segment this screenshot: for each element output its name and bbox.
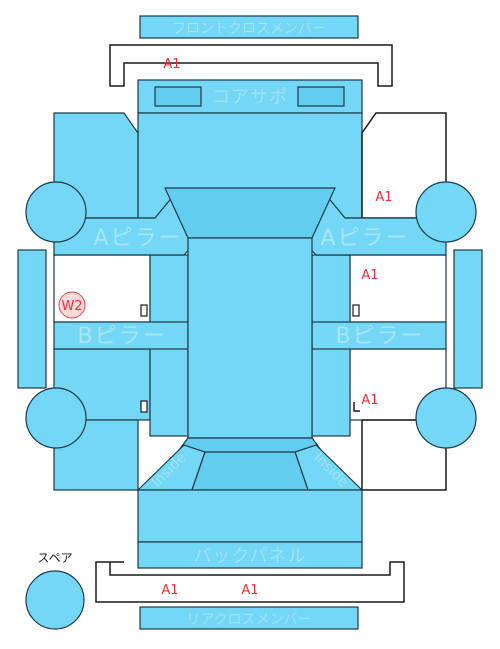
right-lower-mark-bracket [353, 402, 360, 412]
left-front-door-handle [140, 304, 148, 317]
rear-bracket [95, 561, 405, 603]
tire-rear-left[interactable] [25, 387, 87, 449]
b-pillar-left[interactable] [53, 321, 189, 350]
rear-cross-member-label: リアクロスメンバー [186, 612, 311, 628]
spare-label: スペア [37, 551, 72, 565]
core-support-headlight-right [297, 86, 345, 107]
right-upper-a1-mark: A1 [375, 190, 392, 205]
front-cross-member-label: フロントクロスメンバー [172, 21, 326, 37]
right-front-door-handle [352, 304, 360, 317]
left-rear-door-handle [140, 400, 148, 413]
spare-tire[interactable] [25, 570, 85, 630]
back-panel[interactable] [137, 541, 363, 569]
right-side-step[interactable] [453, 249, 483, 389]
tire-front-right[interactable] [415, 181, 477, 243]
back-panel-label: バックパネル [193, 546, 306, 567]
roof[interactable] [187, 237, 313, 439]
front-bracket [109, 44, 393, 87]
right-lower-a1-mark: A1 [361, 393, 378, 408]
rear-cross-member[interactable] [139, 606, 359, 630]
tire-rear-right[interactable] [415, 387, 477, 449]
a-pillar-right-label: Aピラー [320, 226, 409, 251]
rear-a1-left-mark: A1 [161, 583, 178, 598]
b-pillar-left-label: Bピラー [77, 324, 166, 349]
left-w2-mark: W2 [61, 299, 82, 314]
front-cross-member[interactable] [139, 15, 359, 39]
trunk-lid[interactable] [191, 451, 309, 491]
rear-a1-right-mark: A1 [241, 583, 258, 598]
right-mid-a1-mark: A1 [361, 268, 378, 283]
front-a1-mark: A1 [163, 57, 180, 72]
right-front-door[interactable] [349, 254, 447, 323]
b-pillar-right[interactable] [311, 321, 447, 350]
rear-section[interactable] [137, 489, 363, 543]
windshield[interactable] [164, 187, 336, 239]
left-side-step[interactable] [17, 249, 47, 389]
tire-front-left[interactable] [25, 181, 87, 243]
w2-marker [58, 291, 86, 319]
core-support-label: コアサポ [212, 87, 288, 108]
a-pillar-left-label: Aピラー [93, 226, 182, 251]
core-support-headlight-left [154, 86, 202, 107]
b-pillar-right-label: Bピラー [335, 324, 424, 349]
